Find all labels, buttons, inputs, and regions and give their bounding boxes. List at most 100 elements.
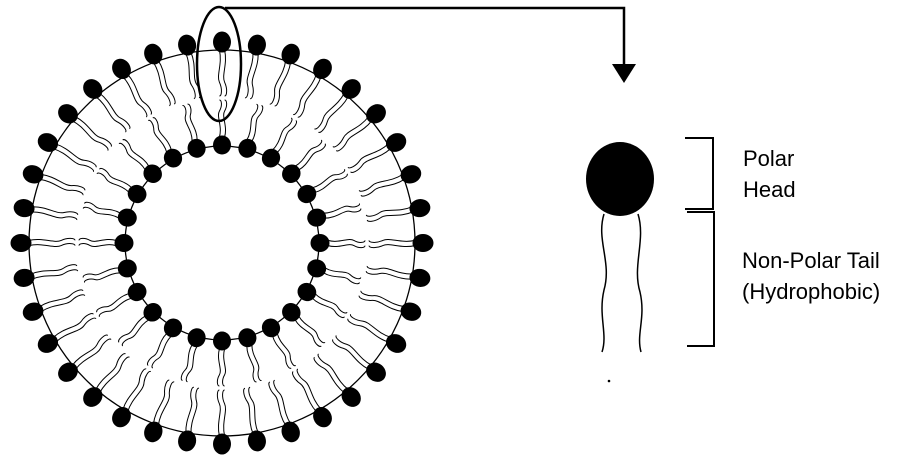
inner-phospholipid-head bbox=[124, 279, 149, 304]
outer-phospholipid-head bbox=[141, 419, 165, 445]
outer-phospholipid-tail bbox=[336, 121, 371, 151]
outer-phospholipid-tail bbox=[366, 271, 411, 279]
inner-phospholipid-head bbox=[294, 181, 319, 206]
inner-phospholipid-tail bbox=[119, 143, 145, 170]
polar-head-label-line1: Polar bbox=[743, 143, 796, 174]
outer-phospholipid-tail bbox=[224, 50, 227, 96]
inner-phospholipid-tail bbox=[181, 345, 192, 381]
polar-head-circle bbox=[586, 142, 654, 216]
speck bbox=[608, 380, 611, 383]
outer-phospholipid-tail bbox=[223, 390, 226, 436]
outer-phospholipid-head bbox=[246, 33, 267, 57]
outer-phospholipid-tail bbox=[318, 354, 348, 389]
inner-phospholipid-head bbox=[258, 315, 283, 340]
inner-phospholipid-head bbox=[185, 326, 207, 349]
outer-phospholipid-tail bbox=[367, 266, 412, 274]
outer-phospholipid-head bbox=[408, 267, 432, 288]
outer-phospholipid-head bbox=[176, 429, 197, 453]
inner-phospholipid-tail bbox=[119, 316, 146, 342]
outer-phospholipid-tail bbox=[56, 144, 96, 167]
outer-phospholipid-tail bbox=[336, 336, 371, 366]
inner-phospholipid-tail bbox=[299, 316, 325, 343]
outer-phospholipid-tail bbox=[76, 339, 111, 369]
outer-phospholipid-head bbox=[12, 197, 36, 218]
inner-phospholipid-tail bbox=[123, 140, 149, 167]
outer-phospholipid-tail bbox=[298, 77, 321, 117]
outer-phospholipid-tail bbox=[32, 270, 77, 279]
outer-phospholipid-tail bbox=[275, 63, 291, 106]
inner-phospholipid-head bbox=[115, 234, 134, 252]
non-polar-tail-label-line1: Non-Polar Tail bbox=[742, 245, 880, 276]
inner-phospholipid-head bbox=[140, 299, 166, 325]
outer-phospholipid-tail bbox=[333, 117, 368, 147]
outer-phospholipid-tail bbox=[32, 212, 77, 220]
head-bracket bbox=[685, 138, 713, 209]
inner-phospholipid-head bbox=[213, 332, 231, 351]
outer-phospholipid-tail bbox=[123, 77, 147, 117]
inner-phospholipid-head bbox=[236, 326, 258, 349]
outer-phospholipid-tail bbox=[29, 244, 75, 247]
outer-phospholipid-tail bbox=[249, 387, 258, 432]
outer-phospholipid-tail bbox=[54, 314, 94, 338]
outer-phospholipid-tail bbox=[73, 335, 108, 365]
inner-phospholipid-head bbox=[116, 257, 139, 279]
inner-phospholipid-tail bbox=[217, 349, 220, 386]
outer-phospholipid-head bbox=[20, 300, 46, 324]
outer-phospholipid-tail bbox=[350, 314, 390, 337]
inner-phospholipid-head bbox=[213, 136, 231, 155]
inner-phospholipid-tail bbox=[252, 106, 263, 142]
outer-phospholipid-tail bbox=[96, 97, 126, 132]
inner-phospholipid-tail bbox=[188, 104, 198, 140]
outer-phospholipid-tail bbox=[73, 121, 108, 151]
outer-phospholipid-head bbox=[54, 100, 82, 127]
outer-phospholipid-head bbox=[362, 359, 390, 386]
inner-phospholipid-tail bbox=[328, 239, 365, 242]
outer-phospholipid-tail bbox=[367, 212, 412, 221]
outer-phospholipid-tail bbox=[123, 369, 146, 409]
outer-phospholipid-head bbox=[246, 429, 267, 453]
outer-phospholipid-tail bbox=[333, 340, 369, 370]
outer-phospholipid-head bbox=[12, 267, 36, 288]
outer-phospholipid-tail bbox=[359, 296, 402, 312]
inner-phospholipid-head bbox=[160, 145, 185, 170]
inner-phospholipid-head bbox=[116, 206, 139, 228]
inner-phospholipid-head bbox=[305, 257, 328, 279]
outer-phospholipid-tail bbox=[29, 238, 75, 241]
outer-phospholipid-tail bbox=[128, 371, 151, 411]
highlighted-phospholipid-ellipse bbox=[197, 7, 241, 121]
inner-phospholipid-head bbox=[311, 234, 330, 252]
liposome-bilayer bbox=[11, 32, 434, 455]
outer-membrane-boundary bbox=[29, 50, 415, 436]
outer-phospholipid-tail bbox=[218, 50, 221, 96]
tail-bracket bbox=[687, 212, 714, 346]
outer-phospholipid-tail bbox=[315, 94, 345, 129]
outer-phospholipid-head bbox=[20, 162, 46, 186]
inner-phospholipid-tail bbox=[79, 238, 116, 241]
inner-phospholipid-tail bbox=[122, 320, 149, 346]
outer-phospholipid-tail bbox=[297, 369, 321, 409]
outer-phospholipid-tail bbox=[351, 149, 391, 173]
polar-head-label: Polar Head bbox=[743, 143, 796, 205]
non-polar-tail-label: Non-Polar Tail (Hydrophobic) bbox=[742, 245, 880, 307]
outer-phospholipid-head bbox=[408, 197, 432, 218]
outer-phospholipid-tail bbox=[293, 75, 316, 115]
outer-phospholipid-tail bbox=[319, 97, 349, 133]
inner-phospholipid-tail bbox=[83, 268, 119, 278]
inner-phospholipid-tail bbox=[325, 209, 361, 219]
outer-phospholipid-tail bbox=[54, 149, 94, 172]
inner-phospholipid-tail bbox=[299, 144, 326, 170]
outer-phospholipid-tail bbox=[369, 239, 415, 242]
inner-phospholipid-tail bbox=[223, 349, 226, 386]
outer-phospholipid-tail bbox=[250, 53, 258, 98]
outer-phospholipid-tail bbox=[56, 318, 96, 342]
outer-phospholipid-head bbox=[213, 434, 231, 455]
outer-phospholipid-head bbox=[213, 32, 231, 53]
tail-chain-right bbox=[637, 214, 642, 352]
outer-phospholipid-tail bbox=[244, 388, 253, 433]
arrow-down-icon bbox=[612, 64, 636, 83]
outer-phospholipid-tail bbox=[366, 207, 411, 216]
outer-phospholipid-tail bbox=[32, 207, 77, 215]
outer-phospholipid-head bbox=[141, 41, 165, 67]
outer-phospholipid-tail bbox=[293, 372, 317, 412]
